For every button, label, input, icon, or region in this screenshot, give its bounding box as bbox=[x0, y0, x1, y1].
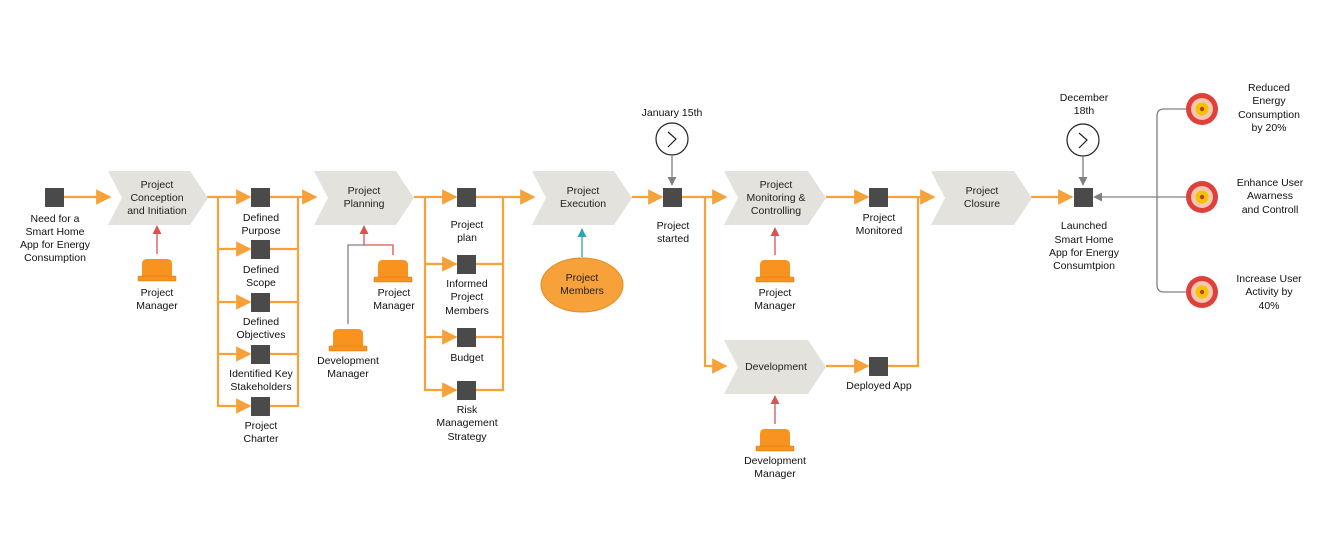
connector-deployed-closure bbox=[888, 197, 920, 368]
node-launched bbox=[1074, 188, 1093, 207]
node-scope bbox=[251, 240, 270, 259]
role-icon bbox=[378, 260, 408, 277]
node-budget bbox=[457, 328, 476, 347]
connector-started-development bbox=[703, 197, 728, 374]
timer-connectors bbox=[667, 156, 1088, 186]
control-connectors bbox=[152, 225, 780, 424]
node-purpose bbox=[251, 188, 270, 207]
connector-stakeholders-planning bbox=[270, 302, 300, 356]
node-deployed bbox=[869, 357, 888, 376]
goal-bracket bbox=[1093, 108, 1186, 293]
connector-risk-execution bbox=[476, 337, 505, 392]
node-informed bbox=[457, 255, 476, 274]
role-icon bbox=[333, 329, 363, 346]
flow-connectors bbox=[64, 189, 1074, 414]
node-stakeholders bbox=[251, 345, 270, 364]
clock-icon bbox=[1066, 123, 1100, 157]
svg-text:January 15th: January 15th bbox=[642, 107, 703, 119]
timer-jan[interactable]: January 15th bbox=[642, 107, 703, 156]
node-plan bbox=[457, 188, 476, 207]
role-icon bbox=[142, 259, 172, 276]
state-nodes bbox=[45, 188, 1093, 416]
process-development[interactable]: Development bbox=[724, 340, 826, 394]
connector-conception-stakeholders bbox=[216, 302, 252, 362]
node-risk bbox=[457, 381, 476, 400]
svg-text:Deployed App: Deployed App bbox=[846, 380, 912, 392]
connector-planning-risk bbox=[423, 337, 458, 398]
node-monitored bbox=[869, 188, 888, 207]
connector-conception-charter bbox=[216, 354, 252, 414]
svg-text:Development: Development bbox=[745, 361, 807, 373]
connector-charter-planning bbox=[270, 354, 300, 408]
svg-text:Budget: Budget bbox=[450, 352, 483, 364]
role-icon bbox=[760, 429, 790, 446]
node-objectives bbox=[251, 293, 270, 312]
clock-icon bbox=[655, 122, 689, 156]
node-started bbox=[663, 188, 682, 207]
node-need bbox=[45, 188, 64, 207]
role-icon bbox=[760, 260, 790, 277]
node-charter bbox=[251, 397, 270, 416]
